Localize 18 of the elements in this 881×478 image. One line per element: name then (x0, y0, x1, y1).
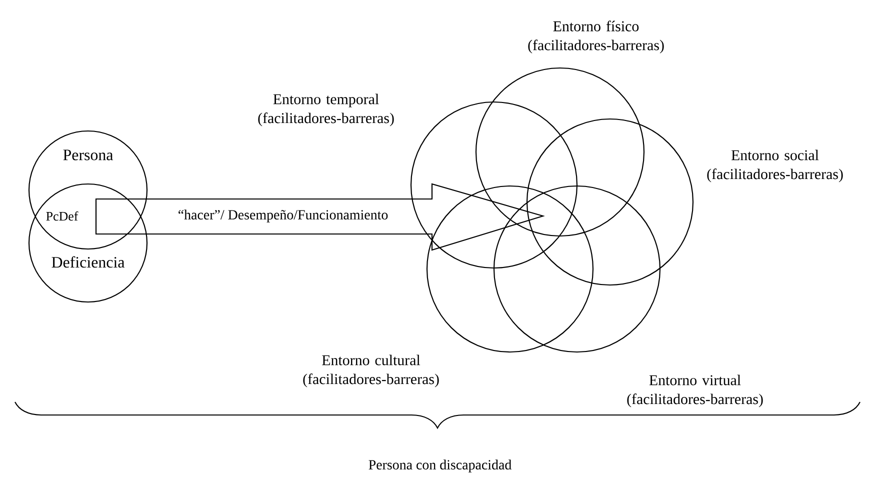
circle-label: Entorno virtual (facilitadores-barreras) (627, 374, 763, 408)
circle (475, 67, 645, 237)
circle-label: Entorno cultural (facilitadores-barreras) (303, 354, 439, 388)
circle-label: Deficiencia (52, 256, 125, 268)
overlap-label: PcDef (46, 211, 78, 221)
circle-label: Entorno temporal (facilitadores-barreras) (258, 94, 394, 126)
circle-label: Persona (63, 150, 114, 160)
arrow-label: “hacer”/ Desempeño/Funcionamiento (178, 210, 388, 222)
circle-label: Entorno físico (facilitadores-barreras) (528, 20, 664, 54)
circle (28, 130, 148, 250)
circle (28, 183, 148, 303)
circle-label: Entorno social (facilitadores-barreras) (707, 150, 843, 182)
block-arrow (95, 183, 545, 251)
circle (410, 101, 578, 269)
circle (426, 185, 594, 353)
circle (493, 185, 661, 353)
brace-label: Persona con discapacidad (368, 460, 512, 472)
circle (526, 118, 694, 286)
